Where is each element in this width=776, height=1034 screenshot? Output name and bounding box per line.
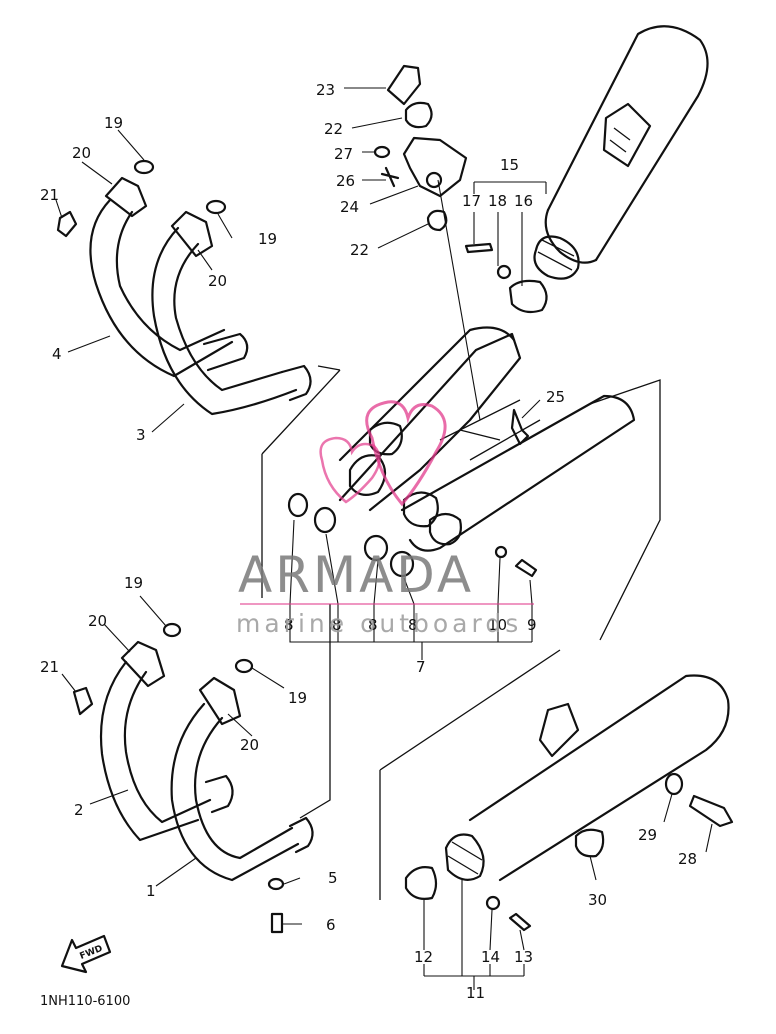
- callout-5: 5: [328, 869, 338, 887]
- callout-8-a: 8: [284, 616, 294, 634]
- callout-14: 14: [481, 948, 500, 966]
- fwd-arrow-icon: FWD: [60, 934, 112, 974]
- leader-lines: [55, 87, 713, 990]
- callout-12: 12: [414, 948, 433, 966]
- exhaust-pipe-2: [72, 622, 234, 842]
- heart-logo-icon: [365, 400, 447, 507]
- callout-4: 4: [52, 345, 62, 363]
- callout-13: 13: [514, 948, 533, 966]
- callout-22-top: 22: [324, 120, 343, 138]
- watermark-tagline: marine outboards: [236, 609, 522, 638]
- callout-21-b: 21: [40, 658, 59, 676]
- callout-25: 25: [546, 388, 565, 406]
- bracket-assembly: [373, 64, 468, 232]
- callout-26: 26: [336, 172, 355, 190]
- callout-9: 9: [527, 616, 537, 634]
- exhaust-collector-7: [338, 326, 636, 552]
- callout-30: 30: [588, 891, 607, 909]
- callout-6: 6: [326, 916, 336, 934]
- assembly-outlines: [261, 365, 661, 900]
- callout-29: 29: [638, 826, 657, 844]
- lower-muffler: [404, 674, 734, 932]
- callout-20-d: 20: [240, 736, 259, 754]
- callout-11: 11: [466, 984, 485, 1002]
- callout-3: 3: [136, 426, 146, 444]
- callout-19-c: 19: [124, 574, 143, 592]
- callout-21-a: 21: [40, 186, 59, 204]
- callout-16: 16: [514, 192, 533, 210]
- callout-19-b: 19: [258, 230, 277, 248]
- exhaust-pipe-1: [170, 658, 314, 934]
- callout-15: 15: [500, 156, 519, 174]
- callout-10: 10: [488, 616, 507, 634]
- callout-8-d: 8: [408, 616, 418, 634]
- callout-2: 2: [74, 801, 84, 819]
- upper-muffler: [533, 25, 709, 280]
- clamp-bolt-set-15: [464, 242, 548, 314]
- armada-watermark: ARMADA marine outboards: [236, 400, 534, 638]
- callout-7: 7: [416, 658, 426, 676]
- callout-19-d: 19: [288, 689, 307, 707]
- callout-1: 1: [146, 882, 156, 900]
- exhaust-pipe-4: [56, 176, 249, 378]
- callout-20-c: 20: [88, 612, 107, 630]
- callout-numbers: 23 22 27 26 24 22 15 17 18 16 19 20 21 1…: [40, 81, 697, 1002]
- callout-8-b: 8: [332, 616, 342, 634]
- callout-23: 23: [316, 81, 335, 99]
- callout-18: 18: [488, 192, 507, 210]
- callout-28: 28: [678, 850, 697, 868]
- heart-inner-icon: [319, 436, 381, 504]
- callout-20-b: 20: [208, 272, 227, 290]
- callout-8-c: 8: [368, 616, 378, 634]
- gaskets-and-bolts: [287, 492, 538, 578]
- watermark-brand: ARMADA: [238, 546, 474, 604]
- callout-22-bottom: 22: [350, 241, 369, 259]
- callout-27: 27: [334, 145, 353, 163]
- callout-17: 17: [462, 192, 481, 210]
- drawing-code: 1NH110-6100: [40, 994, 130, 1009]
- exhaust-pipe-3: [133, 159, 312, 416]
- callout-24: 24: [340, 198, 359, 216]
- callout-20-a: 20: [72, 144, 91, 162]
- callout-19-a: 19: [104, 114, 123, 132]
